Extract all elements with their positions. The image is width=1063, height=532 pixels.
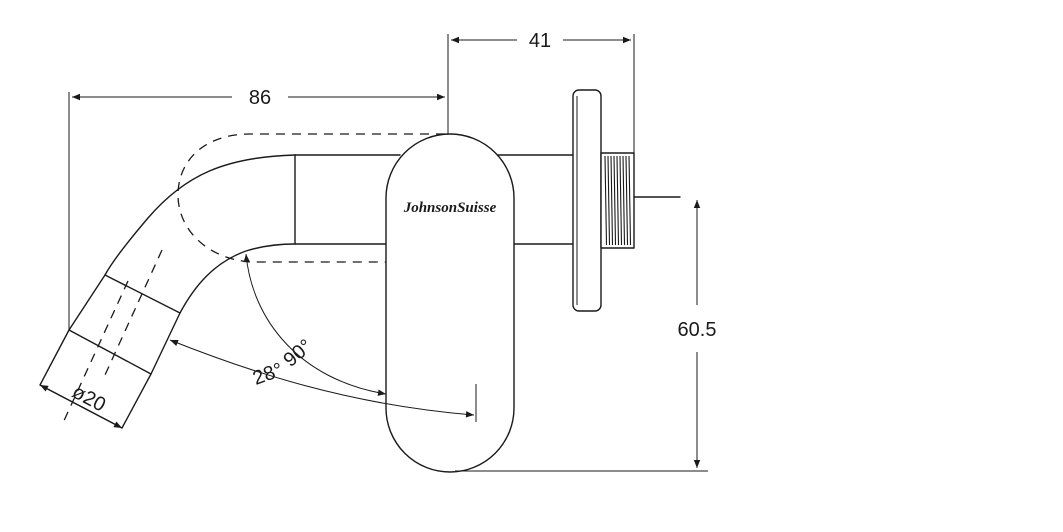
thread-line xyxy=(622,155,626,246)
thread-line xyxy=(604,155,608,246)
dimension-86-label: 86 xyxy=(249,87,271,109)
thread-line xyxy=(625,155,629,246)
dimension-41-label: 41 xyxy=(529,30,551,52)
dimension-41: 41 xyxy=(451,30,635,153)
thread-line xyxy=(610,155,614,246)
thread-connector xyxy=(600,152,681,249)
brand-logo: JohnsonSuisse xyxy=(403,200,497,216)
wall-flange xyxy=(572,89,602,312)
spout-arm xyxy=(39,154,401,429)
dimension-86: 86 xyxy=(68,34,449,330)
thread-line xyxy=(628,155,632,246)
thread-line xyxy=(616,155,620,246)
thread-line xyxy=(619,155,623,246)
body-neck xyxy=(497,154,574,245)
dimension-60-5-label: 60.5 xyxy=(678,319,717,341)
valve-body xyxy=(385,133,515,473)
thread-line xyxy=(613,155,617,246)
angle-90-label: 90° xyxy=(279,335,316,371)
dimension-60-5: 60.5 xyxy=(455,200,717,472)
thread-line xyxy=(607,155,611,246)
angle-28-label: 28° xyxy=(250,359,286,390)
